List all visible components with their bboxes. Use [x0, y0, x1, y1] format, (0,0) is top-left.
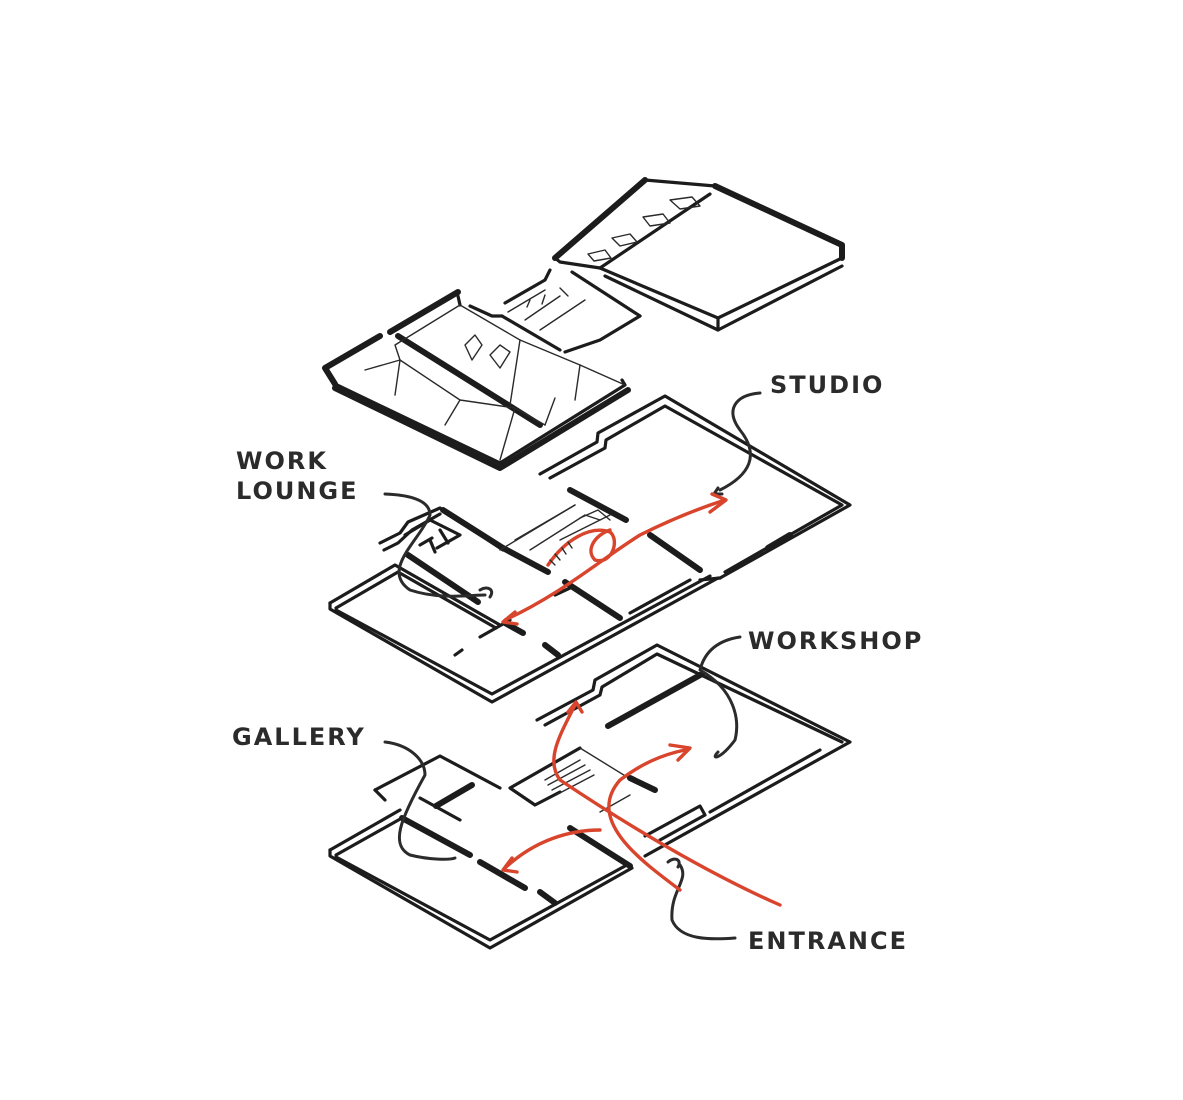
entrance-leader	[670, 863, 737, 941]
label-studio: STUDIO	[770, 371, 885, 399]
gallery-room	[328, 754, 634, 950]
entrance-to-stair-arrow	[552, 703, 782, 907]
studio-leader	[718, 391, 762, 492]
entrance-to-gallery-arrow	[503, 828, 602, 870]
entrance-to-workshop-arrow	[607, 748, 687, 892]
workshop-room	[508, 643, 852, 858]
circulation-arrows	[501, 492, 782, 907]
lounge-roof	[322, 289, 631, 471]
roof-level	[322, 177, 845, 471]
upper-floor	[328, 394, 852, 704]
ground-floor	[328, 643, 852, 950]
label-workshop: WORKSHOP	[748, 627, 924, 655]
stair-loop-arrow	[546, 528, 616, 567]
label-gallery: GALLERY	[232, 723, 366, 751]
studio-roof	[552, 177, 845, 332]
label-entrance: ENTRANCE	[748, 927, 908, 955]
gallery-leader	[383, 740, 457, 861]
work-lounge-leader	[383, 492, 487, 598]
studio-room	[538, 394, 852, 582]
leader-lines	[383, 391, 762, 941]
upper-circulation-arrow	[503, 498, 727, 622]
roof-bridge	[468, 268, 642, 354]
workshop-leader	[698, 635, 742, 759]
label-work-lounge: WORK LOUNGE	[236, 447, 359, 505]
